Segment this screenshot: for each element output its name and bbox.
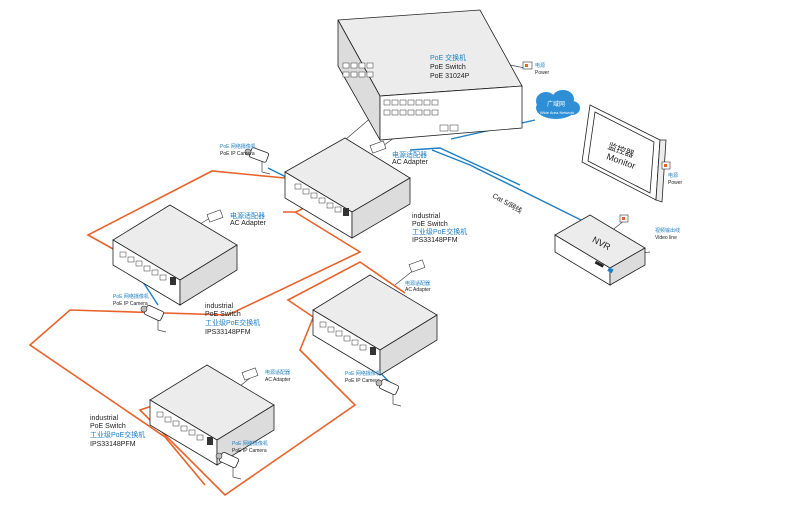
left-switch-name-en: industrial [205, 303, 233, 310]
bottom-switch-adapter-cn: 电源适配器 [265, 369, 290, 376]
top-poe-camera-icon [244, 147, 271, 175]
right-poe-camera-icon [375, 378, 402, 407]
right-camera-label-cn: PoE 网络摄像机 [345, 370, 381, 377]
monitor-power-plug-icon [661, 161, 671, 170]
wan-label-en: Wide Area Network [540, 110, 574, 115]
nvr-video-label-en: Video line [655, 235, 677, 241]
top-switch-name-en: industrial [412, 213, 440, 220]
right-switch-adapter-en: AC Adapter [405, 287, 431, 293]
core-switch-model: PoE 31024P [430, 73, 470, 80]
left-switch-name-cn: 工业级PoE交换机 [205, 318, 260, 327]
bottom-switch-model: IPS33148PFM [90, 441, 136, 448]
wan-cloud-icon [536, 90, 580, 119]
top-camera-label-cn: PoE 网络摄像机 [220, 143, 256, 150]
nvr-power-plug-icon [619, 214, 629, 223]
left-switch-adapter-icon [206, 209, 224, 223]
industrial-switch-left: 电源适配器 AC Adapter PoE 网络摄像机 PoE IP Camera… [112, 204, 266, 336]
core-switch-label-en: PoE Switch [430, 64, 466, 71]
left-camera-label-cn: PoE 网络摄像机 [113, 293, 149, 300]
right-camera-label-en: PoE IP Camera [345, 378, 380, 384]
right-switch-adapter-icon [408, 259, 426, 273]
top-camera-label-en: PoE IP Camera [220, 151, 255, 157]
right-switch-adapter-cn: 电源适配器 [405, 280, 430, 287]
fiber-ring [28, 170, 406, 497]
top-switch-adapter-icon [369, 140, 387, 154]
top-switch-name-en2: PoE Switch [412, 221, 448, 228]
nvr-device: NVR 视频输出线 Video line [554, 214, 680, 286]
top-switch-name-cn: 工业级PoE交换机 [412, 227, 467, 236]
bottom-camera-label-en: PoE IP Camera [232, 448, 267, 454]
industrial-switch-right: 电源适配器 AC Adapter PoE 网络摄像机 PoE IP Camera [312, 259, 438, 384]
left-poe-camera-icon [140, 304, 167, 333]
nvr-video-label-cn: 视频输出线 [655, 227, 680, 234]
bottom-switch-adapter-icon [241, 367, 259, 381]
top-switch-adapter-en: AC Adapter [392, 159, 428, 166]
monitor-power-label-cn: 电源 [668, 172, 678, 179]
left-switch-adapter-en: AC Adapter [230, 220, 266, 227]
industrial-switch-bottom: 电源适配器 AC Adapter PoE 网络摄像机 PoE IP Camera… [90, 364, 291, 466]
bottom-switch-name-en: industrial [90, 415, 118, 422]
bottom-poe-camera-icon [215, 451, 242, 480]
left-switch-adapter-cn: 电源适配器 [230, 211, 265, 220]
core-power-label-cn: 电源 [535, 62, 545, 69]
cable-label: Cat 5/网线 [491, 191, 524, 215]
monitor-device: 监控器 Monitor 电源 Power [581, 104, 683, 203]
core-switch-ports [342, 62, 459, 132]
left-switch-name-en2: PoE Switch [205, 311, 241, 318]
core-power-label-en: Power [535, 70, 550, 76]
core-poe-switch: PoE 交换机 PoE Switch PoE 31024P 电源 Power [337, 9, 550, 142]
bottom-switch-adapter-en: AC Adapter [265, 377, 291, 383]
wan-label-cn: 广域网 [547, 100, 565, 108]
top-switch-adapter-cn: 电源适配器 [392, 150, 427, 159]
left-camera-label-en: PoE IP Camera [113, 301, 148, 307]
bottom-switch-name-cn: 工业级PoE交换机 [90, 430, 145, 439]
left-switch-model: IPS33148PFM [205, 329, 251, 336]
top-switch-model: IPS33148PFM [412, 237, 458, 244]
core-switch-label-cn: PoE 交换机 [430, 53, 466, 62]
monitor-power-label-en: Power [668, 180, 683, 186]
core-power-plug-icon [522, 61, 533, 70]
bottom-switch-name-en2: PoE Switch [90, 423, 126, 430]
bottom-camera-label-cn: PoE 网络摄像机 [232, 440, 268, 447]
industrial-switch-top: 电源适配器 AC Adapter industrial PoE Switch 工… [284, 137, 467, 244]
